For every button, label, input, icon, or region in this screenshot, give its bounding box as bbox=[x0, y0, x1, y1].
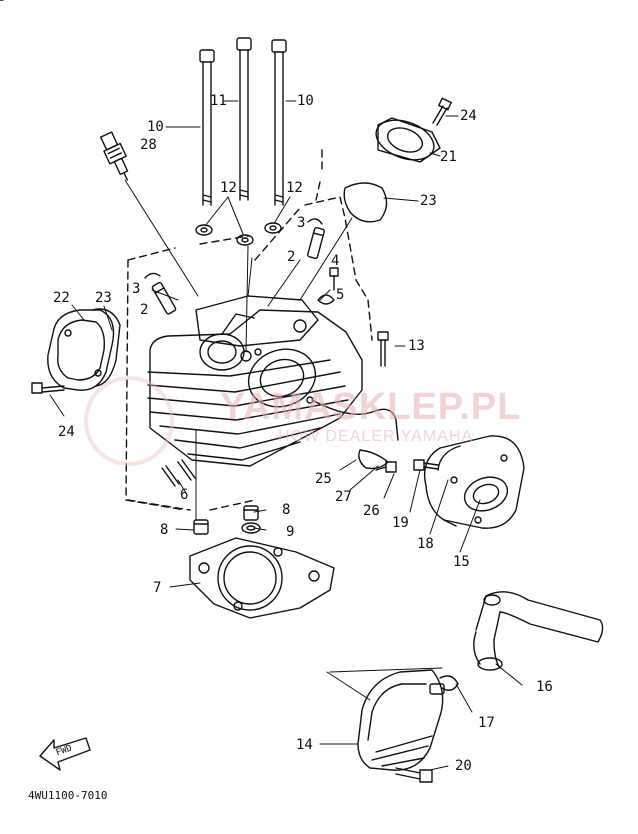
hose-clip-17 bbox=[439, 675, 459, 691]
callout-5: 5 bbox=[336, 287, 345, 303]
callout-25: 25 bbox=[315, 471, 332, 487]
callout-19: 19 bbox=[392, 515, 409, 531]
head-bolt-left bbox=[199, 49, 215, 206]
callout-17: 17 bbox=[478, 715, 495, 731]
callout-13: 13 bbox=[408, 338, 425, 354]
head-gasket bbox=[189, 537, 335, 619]
callout-24-left: 24 bbox=[58, 424, 75, 440]
callout-15: 15 bbox=[453, 554, 470, 570]
gasket-top bbox=[343, 182, 388, 223]
bolt-24-top bbox=[432, 97, 452, 126]
cylinder-head bbox=[147, 295, 363, 487]
o-ring bbox=[241, 522, 261, 534]
bolt-4 bbox=[329, 267, 339, 291]
water-hose bbox=[473, 591, 604, 671]
bolt-19 bbox=[413, 459, 439, 471]
dowel-pin-right bbox=[243, 505, 259, 521]
callout-22: 22 bbox=[53, 290, 70, 306]
callout-9: 9 bbox=[286, 524, 295, 540]
head-bolt-right bbox=[271, 39, 287, 206]
callout-12-right: 12 bbox=[286, 180, 303, 196]
bolt-13 bbox=[377, 331, 389, 367]
callout-10-left: 10 bbox=[147, 119, 164, 135]
callout-14: 14 bbox=[296, 737, 313, 753]
watermark-logo-ring bbox=[84, 376, 174, 466]
valve-guide-top bbox=[307, 226, 325, 260]
callout-23-top: 23 bbox=[420, 193, 437, 209]
diagram-code: 4WU1100-7010 bbox=[28, 789, 108, 802]
gasket-18 bbox=[437, 445, 461, 527]
callout-20: 20 bbox=[455, 758, 472, 774]
callout-8-left: 8 bbox=[160, 522, 169, 538]
callout-26: 26 bbox=[363, 503, 380, 519]
callout-2-left: 2 bbox=[140, 302, 149, 318]
spark-plug bbox=[100, 131, 129, 181]
callout-3-top: 3 bbox=[297, 215, 306, 231]
watermark-title: YAMASKLEP.PL bbox=[220, 386, 522, 428]
callout-23-left: 23 bbox=[95, 290, 112, 306]
thermostat-cover bbox=[423, 435, 525, 529]
bolt-24-left bbox=[31, 382, 65, 394]
bolt-26 bbox=[375, 461, 397, 473]
callout-11: 11 bbox=[210, 93, 227, 109]
leader-lines bbox=[49, 100, 523, 771]
callout-21: 21 bbox=[440, 149, 457, 165]
callout-4: 4 bbox=[331, 253, 340, 269]
fwd-arrow-icon bbox=[39, 737, 91, 771]
watermark-subtitle: HOW DEALER YAMAHA bbox=[278, 428, 474, 445]
callout-8-right: 8 bbox=[282, 502, 291, 518]
head-bolt-center bbox=[236, 37, 252, 201]
side-cover-left bbox=[47, 309, 115, 391]
dowel-pin-left bbox=[193, 519, 209, 535]
assembly-outline bbox=[125, 196, 373, 511]
callout-24-top: 24 bbox=[460, 108, 477, 124]
callout-3-left: 3 bbox=[132, 281, 141, 297]
intake-joint bbox=[375, 117, 441, 163]
gasket-27 bbox=[358, 449, 389, 470]
callout-10-right: 10 bbox=[297, 93, 314, 109]
callout-7: 7 bbox=[153, 580, 162, 596]
pipe-25 bbox=[311, 399, 399, 441]
callout-2-top: 2 bbox=[287, 249, 296, 265]
callout-27: 27 bbox=[335, 489, 352, 505]
callout-18: 18 bbox=[417, 536, 434, 552]
callout-12-left: 12 bbox=[220, 180, 237, 196]
callout-28: 28 bbox=[140, 137, 157, 153]
lower-cover bbox=[357, 669, 445, 771]
callout-16: 16 bbox=[536, 679, 553, 695]
bolt-20 bbox=[395, 767, 433, 783]
callout-6: 6 bbox=[180, 487, 189, 503]
